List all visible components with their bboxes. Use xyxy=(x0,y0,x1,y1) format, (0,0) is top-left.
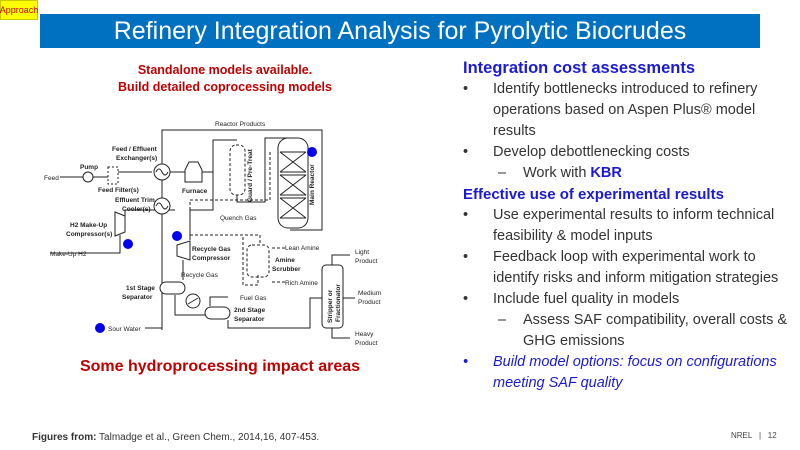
hydroprocessing-flow-diagram: Reactor Products Feed Pump Feed Filter(s… xyxy=(44,121,381,347)
heading-integration: Integration cost assessments xyxy=(463,59,695,77)
label: 1st Stage xyxy=(126,285,155,292)
label: Amine xyxy=(275,257,295,264)
label: Guard / Pre-Treat xyxy=(247,148,254,202)
bullet-highlight: Build model options: focus on configurat… xyxy=(463,352,793,394)
heading-experimental: Effective use of experimental results xyxy=(463,186,724,203)
label: Furnace xyxy=(182,188,208,195)
main-reactor-icon xyxy=(277,137,309,229)
slide-title: Refinery Integration Analysis for Pyroly… xyxy=(40,14,760,48)
diagram-caption: Some hydroprocessing impact areas xyxy=(79,358,361,375)
impact-dot xyxy=(172,231,182,241)
sub-bullet: Work with KBR xyxy=(463,163,793,184)
first-separator-icon xyxy=(159,281,186,295)
impact-dot xyxy=(95,323,105,333)
footer-org: NREL xyxy=(731,431,753,440)
label: Separator xyxy=(122,294,153,301)
label: Separator xyxy=(234,316,265,323)
label: Exchanger(s) xyxy=(116,155,157,162)
citation-text: Talmadge et al., Green Chem., 2014,16, 4… xyxy=(96,432,320,443)
label: Sour Water xyxy=(108,326,141,333)
label: Compressor xyxy=(192,255,231,262)
label: Cooler(s) xyxy=(122,206,151,213)
stripper-icon xyxy=(321,264,344,329)
sub-bullet-text: Work with xyxy=(523,165,591,181)
label: Make-Up H2 xyxy=(50,251,87,258)
second-separator-icon xyxy=(204,306,231,320)
label: Light xyxy=(355,249,369,256)
left-subtitle: Standalone models available. Build detai… xyxy=(60,62,390,96)
pump-icon xyxy=(82,171,94,183)
label: Rich Amine xyxy=(285,280,318,287)
label: Stripper or xyxy=(327,289,334,323)
approach-badge: Approach xyxy=(0,0,38,20)
label: Fuel Gas xyxy=(240,295,267,302)
label: Heavy xyxy=(355,331,374,338)
label: Quench Gas xyxy=(220,215,257,222)
citation: Figures from: Talmadge et al., Green Che… xyxy=(32,432,319,443)
label: Feed xyxy=(44,175,59,182)
page-number: 12 xyxy=(767,431,777,440)
label: Pump xyxy=(80,164,98,171)
furnace-icon xyxy=(184,161,203,183)
recycle-compressor-icon xyxy=(176,240,191,261)
kbr-text: KBR xyxy=(590,165,622,181)
label: Compressor(s) xyxy=(66,231,112,238)
label: Effluent Trim xyxy=(115,197,155,204)
subtitle-line1: Standalone models available. xyxy=(137,63,313,77)
bullet: Feedback loop with experimental work to … xyxy=(463,247,793,289)
footer: NREL | 12 xyxy=(731,431,777,440)
impact-dot xyxy=(307,147,317,157)
label: Recycle Gas xyxy=(181,272,219,279)
label: Scrubber xyxy=(272,266,301,273)
label: Feed Filter(s) xyxy=(98,187,139,194)
label: Product xyxy=(358,299,381,306)
label: Fractionator xyxy=(335,284,342,322)
bullet: Develop debottlenecking costs xyxy=(463,142,793,163)
label: Lean Amine xyxy=(285,245,320,252)
label: Product xyxy=(355,258,378,265)
bullet: Identify bottlenecks introduced to refin… xyxy=(463,79,793,142)
label: H2 Make-Up xyxy=(70,222,107,229)
label: Main Reactor xyxy=(309,164,316,205)
bullet: Use experimental results to inform techn… xyxy=(463,205,793,247)
label: Feed / Effluent xyxy=(112,146,158,153)
label: Recycle Gas xyxy=(192,246,231,253)
sub-bullet: Assess SAF compatibility, overall costs … xyxy=(463,310,793,352)
impact-dot xyxy=(123,239,133,249)
amine-scrubber-icon xyxy=(246,244,270,278)
label: Product xyxy=(355,340,378,347)
right-column: Integration cost assessments Identify bo… xyxy=(463,58,793,394)
label: Medium xyxy=(358,290,381,297)
label: Reactor Products xyxy=(215,121,266,128)
bullet: Include fuel quality in models xyxy=(463,289,793,310)
label: 2nd Stage xyxy=(234,307,265,314)
citation-label: Figures from: xyxy=(32,432,97,443)
footer-separator: | xyxy=(759,431,762,440)
h2-compressor-icon xyxy=(114,211,126,237)
guard-reactor-icon xyxy=(229,144,246,196)
subtitle-line2: Build detailed coprocessing models xyxy=(118,80,332,94)
title-text: Refinery Integration Analysis for Pyroly… xyxy=(113,16,687,45)
